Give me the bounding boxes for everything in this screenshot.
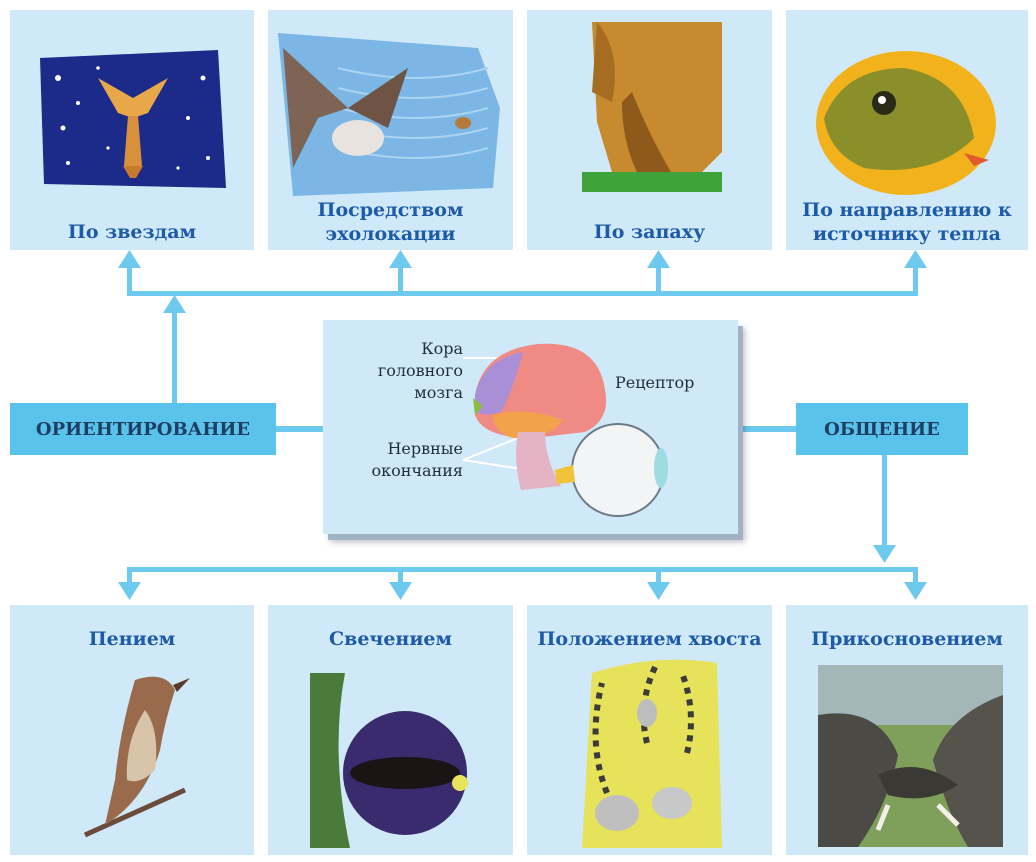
card-by-touch: Прикосновением <box>786 605 1028 855</box>
connector-line <box>882 452 887 548</box>
arrowhead <box>647 250 670 268</box>
card-label: Положением хвоста <box>527 627 772 651</box>
card-label: Пением <box>10 627 254 651</box>
hub-label: ОБЩЕНИЕ <box>824 419 940 440</box>
arrowhead <box>118 250 141 268</box>
arrowhead <box>389 250 412 268</box>
connector-line <box>738 426 796 432</box>
center-brain-diagram: Кора головного мозга Нервные окончания Р… <box>323 320 738 534</box>
ring-tailed-lemurs-image <box>577 653 727 848</box>
connector-line <box>913 567 918 585</box>
card-by-singing: Пением <box>10 605 254 855</box>
connector-line <box>276 426 324 432</box>
arrowhead <box>163 295 186 313</box>
hub-label: ОРИЕНТИРОВАНИЕ <box>36 419 250 440</box>
singing-bird-image <box>65 660 205 845</box>
card-label: Прикосновением <box>786 627 1028 651</box>
brain-and-eye-image <box>323 320 738 534</box>
elephants-touching-trunks-image <box>818 665 1003 847</box>
card-by-glowing: Свечением <box>268 605 513 855</box>
connector-line <box>127 567 918 572</box>
connector-line <box>656 567 661 585</box>
orientation-hub: ОРИЕНТИРОВАНИЕ <box>10 403 276 455</box>
arrowhead <box>904 250 927 268</box>
firefly-image <box>310 673 470 848</box>
connector-line <box>398 567 403 585</box>
card-by-tail-position: Положением хвоста <box>527 605 772 855</box>
connector-line <box>127 567 132 585</box>
communication-hub: ОБЩЕНИЕ <box>796 403 968 455</box>
card-label: Свечением <box>268 627 513 651</box>
